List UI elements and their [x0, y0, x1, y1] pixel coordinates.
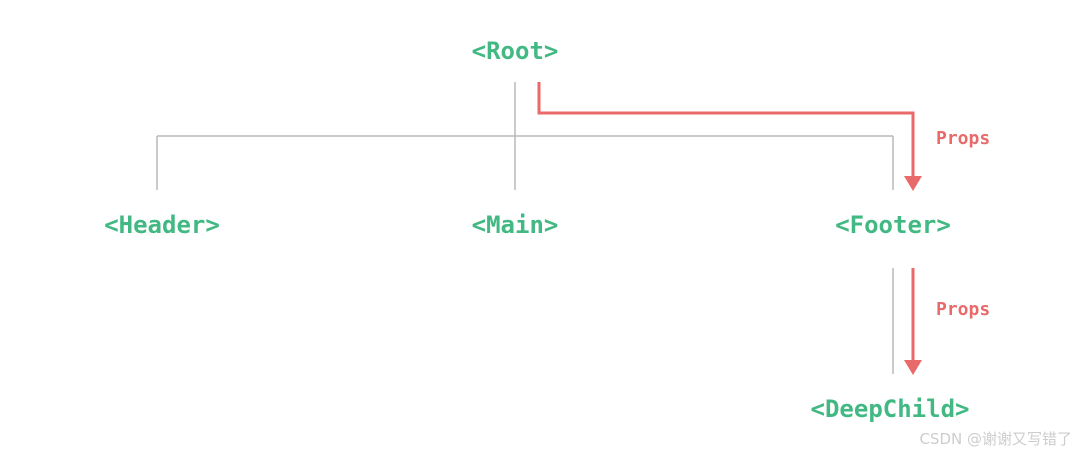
arrow-heads: [904, 176, 922, 375]
tree-lines: [156, 82, 894, 374]
arrowhead-footer: [904, 176, 922, 191]
watermark-text: CSDN @谢谢又写错了: [919, 430, 1072, 448]
node-root: <Root>: [471, 37, 559, 65]
props-arrow-root-to-footer: [537, 82, 915, 176]
node-header: <Header>: [104, 211, 220, 239]
arrowhead-deepchild: [904, 360, 922, 375]
node-deep-child: <DeepChild>: [810, 395, 970, 423]
props-arrows: [537, 82, 915, 360]
props-label-footer-to-deepchild: Props: [936, 299, 991, 320]
node-footer: <Footer>: [835, 211, 951, 239]
props-label-root-to-footer: Props: [936, 128, 991, 149]
node-main: <Main>: [471, 211, 559, 239]
